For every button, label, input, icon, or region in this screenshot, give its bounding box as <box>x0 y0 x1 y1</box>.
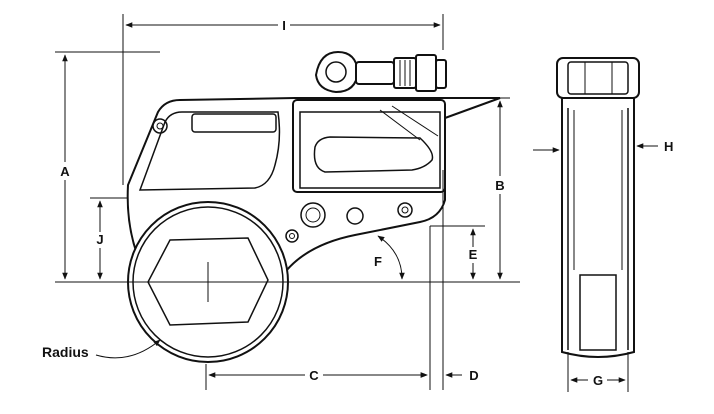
swivel-coupler <box>314 50 447 94</box>
dimension-label-a: A <box>60 164 70 179</box>
body-inner-contour <box>138 111 281 191</box>
dimension-label-d: D <box>469 368 478 383</box>
cylinder-housing <box>292 99 446 193</box>
bolt-hole-top-left-inner <box>156 122 164 130</box>
round-port-large-inner <box>305 207 321 223</box>
housing-slot <box>313 136 434 173</box>
handle-slot <box>191 113 277 133</box>
front-body <box>561 97 635 358</box>
round-port-large <box>300 202 326 228</box>
front-socket-window <box>579 274 617 351</box>
cylinder-housing-inner <box>299 111 441 189</box>
bolt-hole-right <box>397 202 413 218</box>
radius-label: Radius <box>42 344 89 360</box>
dimension-label-j: J <box>96 232 103 247</box>
bolt-hole-top-left <box>152 118 168 134</box>
dimension-label-i: I <box>282 18 286 33</box>
dimension-label-c: C <box>309 368 319 383</box>
dimension-label-e: E <box>469 247 478 262</box>
side-view <box>126 50 501 363</box>
bolt-hole-lower <box>285 229 299 243</box>
housing-hatch <box>379 105 439 141</box>
dimension-label-f: F <box>374 254 382 269</box>
bolt-hole-right-inner <box>401 206 409 214</box>
front-view: H G <box>533 57 673 392</box>
front-top-cap <box>556 57 640 99</box>
bolt-hole-lower-inner <box>289 233 295 239</box>
dimension-label-b: B <box>495 178 504 193</box>
round-port-small <box>346 207 364 225</box>
side-dimensions: I A J B E F C D <box>42 14 520 390</box>
dimension-label-g: G <box>593 373 603 388</box>
dimension-label-h: H <box>664 139 673 154</box>
